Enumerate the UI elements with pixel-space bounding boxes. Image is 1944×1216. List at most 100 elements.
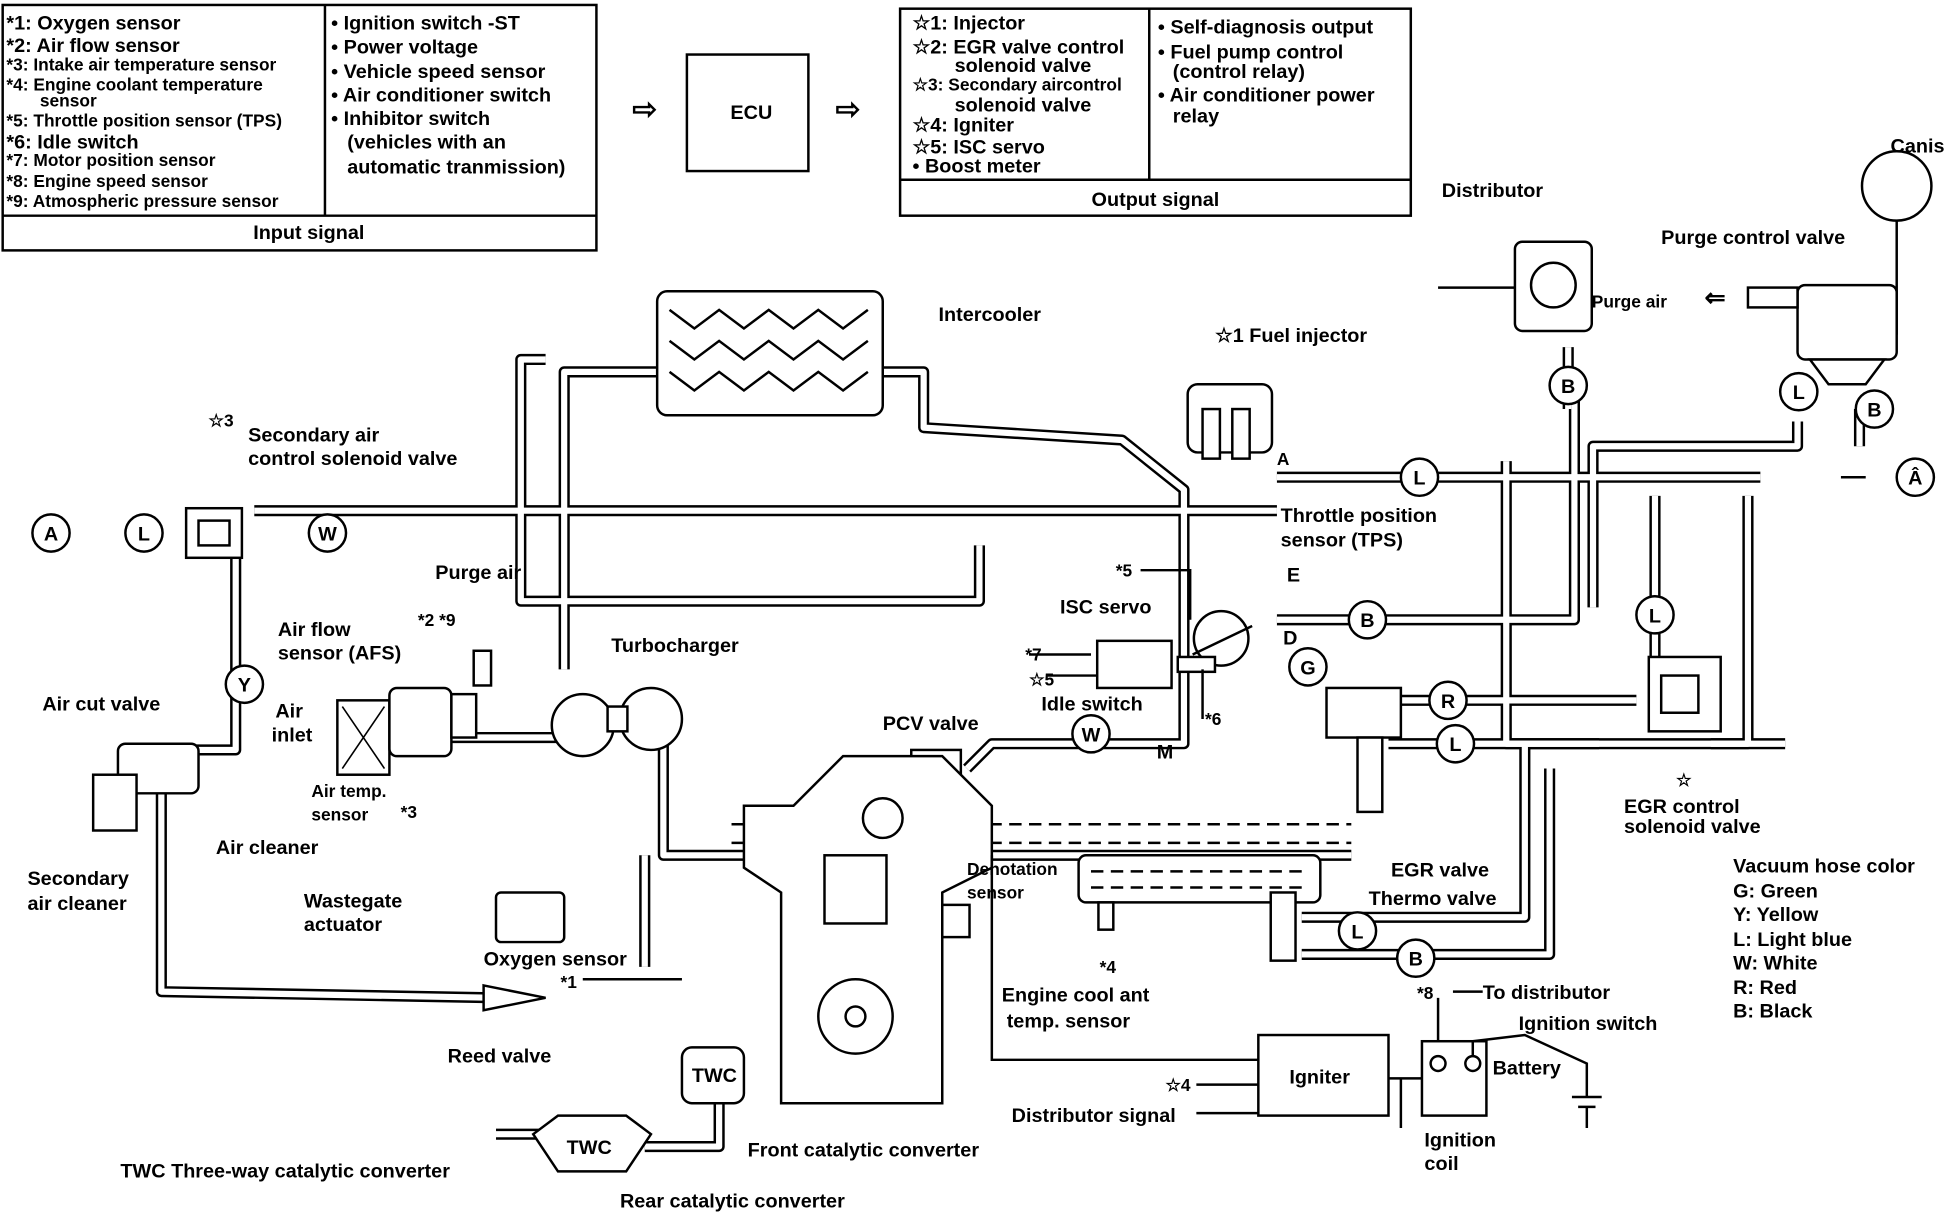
label-ignition-coil: Ignition bbox=[1424, 1130, 1496, 1152]
ecu-box: ECU bbox=[685, 53, 810, 173]
label-secondary-air-cleaner: air cleaner bbox=[27, 893, 126, 915]
label-port-e: E bbox=[1287, 564, 1300, 586]
label-port-a: A bbox=[1277, 449, 1290, 469]
output-item: solenoid valve bbox=[955, 95, 1092, 117]
pipe bbox=[558, 366, 658, 670]
legend-item: Y: Yellow bbox=[1733, 904, 1819, 926]
engine-block bbox=[742, 754, 994, 1105]
pipe-inner bbox=[882, 368, 1188, 771]
hose-marker-b: B bbox=[1548, 365, 1589, 406]
label-distributor: Distributor bbox=[1442, 180, 1544, 202]
hose-marker-b: B bbox=[1347, 599, 1388, 640]
output-item: solenoid valve bbox=[955, 55, 1092, 77]
knock-sensor bbox=[941, 903, 971, 939]
output-signal-caption: Output signal bbox=[1092, 189, 1220, 211]
svg-text:B: B bbox=[1360, 610, 1374, 632]
label-fuel-injector: ☆1 Fuel injector bbox=[1215, 325, 1367, 347]
output-item: • Self-diagnosis output bbox=[1158, 16, 1374, 38]
hose-marker-l: L bbox=[1399, 457, 1440, 498]
coolant-tank bbox=[1077, 854, 1322, 931]
isc-servo bbox=[1095, 639, 1173, 690]
pipe-inner bbox=[561, 368, 658, 670]
label-reed-valve: Reed valve bbox=[448, 1045, 552, 1067]
label-ignition-coil: coil bbox=[1424, 1153, 1458, 1175]
label-port-m: M bbox=[1157, 742, 1174, 764]
arrow-out-icon: ⇨ bbox=[836, 93, 861, 126]
hose-marker-l: L bbox=[124, 513, 164, 553]
input-item: *6: Idle switch bbox=[6, 132, 138, 154]
label-front-cat: Front catalytic converter bbox=[748, 1140, 980, 1162]
label-denotation: Denotation bbox=[967, 859, 1058, 879]
egr-control-solenoid bbox=[1647, 655, 1722, 733]
label-afs-ref: *2 *9 bbox=[418, 610, 456, 630]
label-idle-ref: *6 bbox=[1205, 709, 1222, 729]
hose-marker-a-left: A bbox=[31, 513, 71, 553]
label-rear-cat: Rear catalytic converter bbox=[620, 1190, 845, 1212]
svg-text:Â: Â bbox=[1908, 466, 1922, 490]
input-item: • Air conditioner switch bbox=[331, 85, 551, 107]
legend-item: G: Green bbox=[1733, 880, 1818, 902]
pipe-inner bbox=[1301, 743, 1528, 921]
distributor bbox=[1438, 240, 1594, 333]
input-item: *7: Motor position sensor bbox=[6, 150, 215, 170]
thermo-valve bbox=[1269, 891, 1297, 962]
label-afs: Air flow bbox=[278, 619, 351, 641]
purge-air-port bbox=[472, 649, 493, 687]
output-item: ☆1: Injector bbox=[913, 13, 1026, 35]
label-wastegate: actuator bbox=[304, 914, 383, 936]
input-item: sensor bbox=[40, 91, 97, 111]
igniter bbox=[1257, 1033, 1390, 1117]
pipe-inner bbox=[158, 793, 497, 1001]
label-isc-ref5: ☆5 bbox=[1029, 669, 1055, 689]
svg-text:L: L bbox=[1449, 734, 1461, 756]
hose-marker-w: W bbox=[1071, 713, 1111, 754]
label-tps: Throttle position bbox=[1281, 505, 1437, 527]
input-item: *9: Atmospheric pressure sensor bbox=[6, 191, 278, 211]
svg-text:G: G bbox=[1300, 657, 1315, 679]
label-air-inlet: inlet bbox=[272, 724, 313, 746]
output-item: ☆5: ISC servo bbox=[913, 137, 1045, 159]
label-secondary-air-cleaner: Secondary bbox=[27, 868, 128, 890]
hose-marker-y: Y bbox=[224, 664, 265, 705]
label-battery: Battery bbox=[1493, 1058, 1561, 1080]
input-item: *8: Engine speed sensor bbox=[6, 171, 208, 191]
legend-item: W: White bbox=[1733, 952, 1817, 974]
svg-text:L: L bbox=[138, 523, 150, 545]
output-item: • Fuel pump control bbox=[1158, 41, 1343, 63]
turbocharger bbox=[550, 686, 684, 758]
label-egr-solenoid: solenoid valve bbox=[1624, 816, 1761, 838]
label-igniter: Igniter bbox=[1289, 1066, 1350, 1088]
input-item: *5: Throttle position sensor (TPS) bbox=[6, 110, 282, 130]
air-flow-sensor bbox=[388, 686, 478, 758]
hose-marker-l: L bbox=[1337, 911, 1378, 951]
label-distributor-signal: Distributor signal bbox=[1012, 1105, 1176, 1127]
ecu-label: ECU bbox=[730, 102, 772, 124]
input-left-list: *1: Oxygen sensor *2: Air flow sensor *3… bbox=[6, 13, 282, 211]
hose-marker-b: B bbox=[1854, 389, 1895, 429]
svg-text:B: B bbox=[1561, 376, 1575, 398]
input-right-list: • Ignition switch -ST • Power voltage • … bbox=[331, 13, 565, 179]
output-item: ☆2: EGR valve control bbox=[913, 36, 1125, 58]
svg-text:B: B bbox=[1867, 399, 1881, 421]
input-item: • Vehicle speed sensor bbox=[331, 61, 545, 83]
label-afs: sensor (AFS) bbox=[278, 642, 401, 664]
fuel-injector bbox=[1186, 383, 1274, 460]
output-item: ☆4: Igniter bbox=[913, 114, 1015, 136]
label-egr-solenoid: EGR control bbox=[1624, 796, 1740, 818]
label-air-cleaner: Air cleaner bbox=[216, 837, 319, 859]
throttle-body bbox=[1176, 609, 1253, 674]
svg-text:W: W bbox=[1082, 724, 1101, 746]
label-coolant: Engine cool ant bbox=[1002, 985, 1150, 1007]
label-denotation: sensor bbox=[967, 883, 1024, 903]
label-turbocharger: Turbocharger bbox=[611, 635, 739, 657]
label-sec-air-star: ☆3 bbox=[208, 410, 234, 430]
label-secondary-air: Secondary air bbox=[248, 424, 379, 446]
svg-text:L: L bbox=[1413, 468, 1425, 490]
hose-marker-w: W bbox=[307, 513, 348, 553]
air-cleaner bbox=[336, 699, 391, 776]
label-idle-switch: Idle switch bbox=[1041, 693, 1142, 715]
svg-text:L: L bbox=[1793, 382, 1805, 404]
pipe bbox=[1587, 421, 1804, 608]
svg-text:W: W bbox=[318, 523, 337, 545]
